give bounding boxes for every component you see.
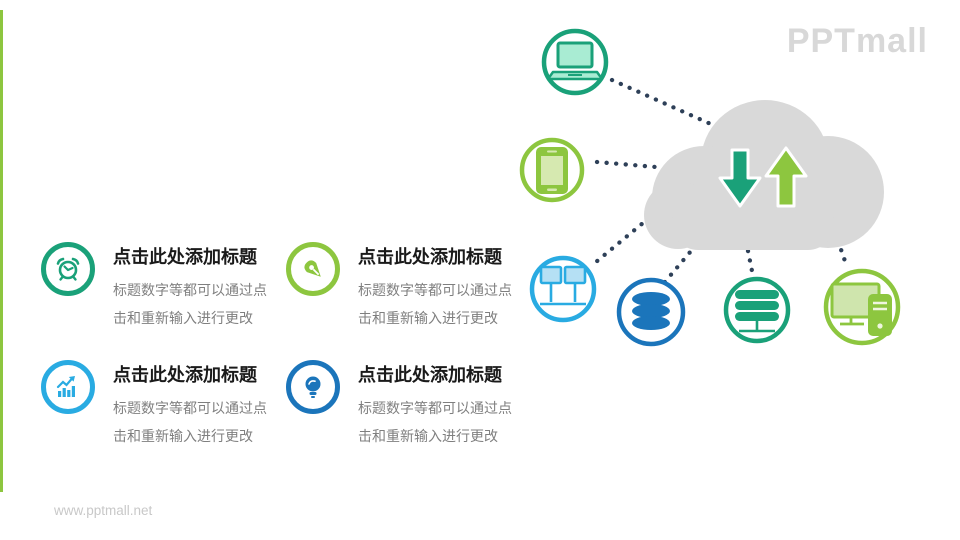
block-title[interactable]: 点击此处添加标题 xyxy=(358,247,502,267)
info-block-4: 点击此处添加标题 标题数字等都可以通过点击和重新输入进行更改 xyxy=(286,360,532,450)
website-url: www.pptmall.net xyxy=(54,503,153,518)
block-title[interactable]: 点击此处添加标题 xyxy=(358,365,502,385)
networked-monitors-icon xyxy=(529,255,597,323)
bar-chart-icon xyxy=(41,360,95,414)
block-body[interactable]: 标题数字等都可以通过点击和重新输入进行更改 xyxy=(358,282,512,326)
lightbulb-icon xyxy=(286,360,340,414)
block-body[interactable]: 标题数字等都可以通过点击和重新输入进行更改 xyxy=(113,282,267,326)
alarm-clock-icon xyxy=(41,242,95,296)
info-block-2: 点击此处添加标题 标题数字等都可以通过点击和重新输入进行更改 xyxy=(286,242,532,332)
connector-smartphone xyxy=(594,159,659,170)
cloud-shape xyxy=(644,100,884,250)
block-title[interactable]: 点击此处添加标题 xyxy=(113,365,257,385)
left-accent-line xyxy=(0,10,3,492)
block-title[interactable]: 点击此处添加标题 xyxy=(113,247,257,267)
desktop-computer-icon xyxy=(823,268,901,346)
connector-server xyxy=(745,248,756,279)
pen-nib-icon xyxy=(286,242,340,296)
pptmall-logo: PPTmall xyxy=(786,22,928,60)
database-icon xyxy=(616,277,686,347)
upload-arrow-icon xyxy=(764,146,808,208)
info-block-1: 点击此处添加标题 标题数字等都可以通过点击和重新输入进行更改 xyxy=(41,242,287,332)
connector-laptop xyxy=(609,77,725,132)
smartphone-icon xyxy=(519,137,585,203)
connector-monitors xyxy=(593,215,652,265)
block-body[interactable]: 标题数字等都可以通过点击和重新输入进行更改 xyxy=(358,400,512,444)
laptop-icon xyxy=(541,28,609,96)
download-arrow-icon xyxy=(718,148,762,208)
connector-desktop xyxy=(832,229,850,270)
block-body[interactable]: 标题数字等都可以通过点击和重新输入进行更改 xyxy=(113,400,267,444)
server-icon xyxy=(723,276,791,344)
info-block-3: 点击此处添加标题 标题数字等都可以通过点击和重新输入进行更改 xyxy=(41,360,287,450)
